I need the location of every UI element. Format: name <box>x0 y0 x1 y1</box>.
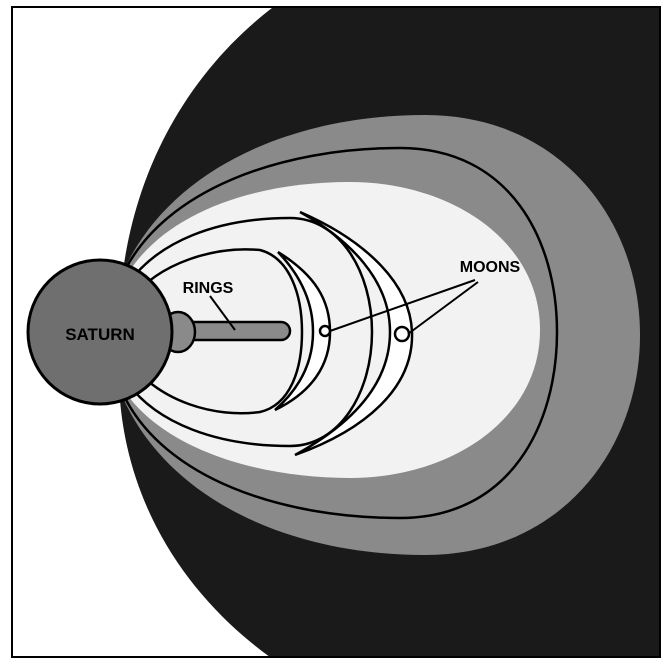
rings-label: RINGS <box>183 280 234 297</box>
moons-label: MOONS <box>460 259 521 276</box>
saturn-label: SATURN <box>65 325 135 344</box>
moon-outer <box>395 327 409 341</box>
moon-inner <box>320 326 330 336</box>
ring-plane <box>185 322 290 340</box>
